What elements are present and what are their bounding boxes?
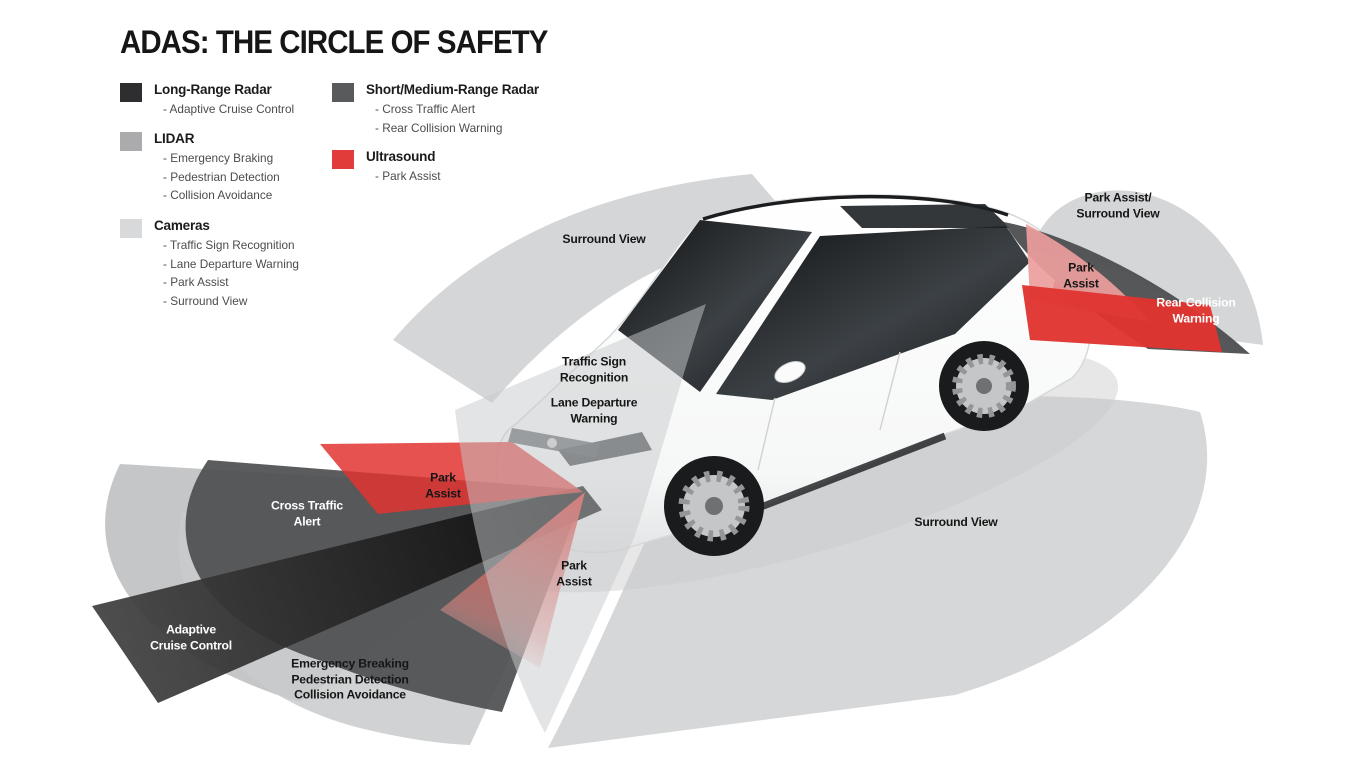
legend-item: - Park Assist: [375, 169, 441, 183]
legend-item: - Traffic Sign Recognition: [163, 238, 295, 252]
legend-item: - Emergency Braking: [163, 151, 274, 165]
legend-group-lidar: LIDAR - Emergency Braking - Pedestrian D…: [120, 131, 280, 205]
long-range-radar-swatch: [120, 83, 142, 102]
sunroof-glass: [840, 204, 1010, 228]
legend-group-ultrasound: Ultrasound - Park Assist: [332, 149, 441, 186]
front-camera-zone: [455, 304, 706, 733]
rear-collision-zone: [1022, 285, 1222, 352]
label-park-assist-surround-view: Park Assist/ Surround View: [1076, 190, 1160, 220]
label-park-assist-rear: Park Assist: [1063, 260, 1099, 290]
label-park-assist-lower: Park Assist: [556, 558, 592, 588]
label-rear-collision-warning: Rear Collision Warning: [1156, 295, 1236, 325]
legend-title: Short/Medium-Range Radar: [366, 82, 539, 97]
legend-item: - Collision Avoidance: [163, 188, 273, 202]
legend-group-short-medium-radar: Short/Medium-Range Radar - Cross Traffic…: [332, 82, 539, 137]
label-park-assist-front: Park Assist: [425, 470, 461, 500]
front-wheel: [664, 456, 764, 556]
door-seam: [757, 351, 901, 471]
legend-item: - Pedestrian Detection: [163, 169, 280, 184]
legend-item: - Park Assist: [163, 275, 229, 289]
legend-item: - Lane Departure Warning: [163, 256, 299, 271]
legend-title: LIDAR: [154, 131, 195, 146]
ultrasound-swatch: [332, 150, 354, 169]
legend-title: Ultrasound: [366, 149, 436, 164]
legend-group-cameras: Cameras - Traffic Sign Recognition - Lan…: [120, 218, 299, 310]
legend-item: - Rear Collision Warning: [375, 120, 503, 135]
rocker-trim: [746, 432, 947, 516]
page-title: ADAS: THE CIRCLE OF SAFETY: [120, 24, 548, 60]
label-adaptive-cruise-control: Adaptive Cruise Control: [150, 622, 232, 652]
label-surround-view-bottom: Surround View: [914, 515, 998, 530]
cameras-swatch: [120, 219, 142, 238]
side-glass: [716, 226, 1030, 400]
rear-wheel: [939, 341, 1029, 431]
label-traffic-sign-recognition: Traffic Sign Recognition: [559, 354, 629, 384]
adaptive-cruise-beam: [92, 486, 602, 703]
label-cross-traffic-alert: Cross Traffic Alert: [271, 498, 343, 528]
lidar-swatch: [120, 132, 142, 151]
legend-group-long-range-radar: Long-Range Radar - Adaptive Cruise Contr…: [120, 82, 294, 119]
legend-item: - Surround View: [163, 293, 248, 308]
short-medium-radar-swatch: [332, 83, 354, 102]
legend-title: Cameras: [154, 218, 210, 233]
legend-item: - Adaptive Cruise Control: [163, 102, 295, 116]
label-surround-view-top: Surround View: [562, 232, 646, 247]
label-lidar-zone-functions: Emergency Breaking Pedestrian Detection …: [291, 656, 409, 702]
label-lane-departure-warning: Lane Departure Warning: [550, 395, 638, 425]
legend-item: - Cross Traffic Alert: [375, 102, 476, 116]
side-mirror: [774, 361, 806, 383]
legend-title: Long-Range Radar: [154, 82, 272, 97]
